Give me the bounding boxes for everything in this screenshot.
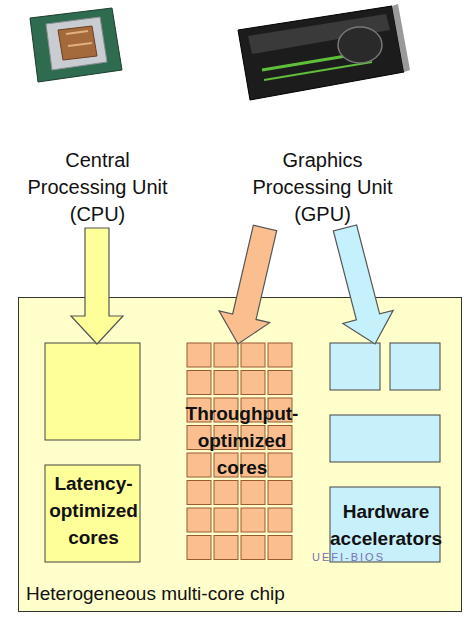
node-text: Hardware accelerators xyxy=(316,498,456,552)
latency-core-block xyxy=(45,343,140,440)
throughput-core xyxy=(187,453,211,477)
throughput-core xyxy=(268,536,292,560)
block-arrow xyxy=(71,228,123,344)
cpu-die-detail xyxy=(66,31,88,34)
throughput-core xyxy=(187,371,211,395)
gpu-image xyxy=(238,4,410,100)
throughput-core xyxy=(214,481,238,505)
block-arrow xyxy=(333,225,393,344)
cpu-substrate xyxy=(30,8,122,82)
throughput-core xyxy=(214,371,238,395)
throughput-core xyxy=(241,371,265,395)
accelerator-block xyxy=(330,487,440,562)
block-arrow xyxy=(219,225,277,344)
throughput-core xyxy=(241,536,265,560)
processor-label: Central Processing Unit (CPU) xyxy=(20,147,175,228)
throughput-core xyxy=(241,508,265,532)
throughput-core xyxy=(268,371,292,395)
node-text: Heterogeneous multi-core chip xyxy=(26,582,426,606)
throughput-core xyxy=(268,508,292,532)
accelerator-block xyxy=(330,415,440,462)
throughput-core xyxy=(187,536,211,560)
throughput-core xyxy=(241,343,265,367)
throughput-core xyxy=(187,508,211,532)
gpu-card xyxy=(238,6,404,100)
accelerator-block xyxy=(390,343,440,390)
processor-label: Graphics Processing Unit (GPU) xyxy=(245,147,400,228)
throughput-core xyxy=(187,481,211,505)
throughput-core xyxy=(268,481,292,505)
cpu-die-detail xyxy=(68,43,92,46)
throughput-core xyxy=(187,343,211,367)
cpu-lid xyxy=(46,17,107,70)
gpu-fan xyxy=(338,27,382,63)
throughput-core xyxy=(214,536,238,560)
node-text: Latency-optimized cores xyxy=(43,470,144,551)
throughput-core xyxy=(268,343,292,367)
node-text: Central Processing Unit (CPU) xyxy=(20,147,175,228)
node-text: Throughput-optimized cores xyxy=(179,400,305,481)
watermark-text: UEFI-BIOS xyxy=(312,551,385,563)
cpu-die xyxy=(58,26,97,60)
cpu-image xyxy=(30,8,122,82)
throughput-core xyxy=(241,481,265,505)
throughput-core xyxy=(268,453,292,477)
gpu-bracket xyxy=(392,4,410,72)
node-text: Graphics Processing Unit (GPU) xyxy=(245,147,400,228)
throughput-core xyxy=(214,508,238,532)
gpu-stripe xyxy=(264,62,372,80)
throughput-core xyxy=(214,343,238,367)
accelerator-block xyxy=(330,343,380,390)
